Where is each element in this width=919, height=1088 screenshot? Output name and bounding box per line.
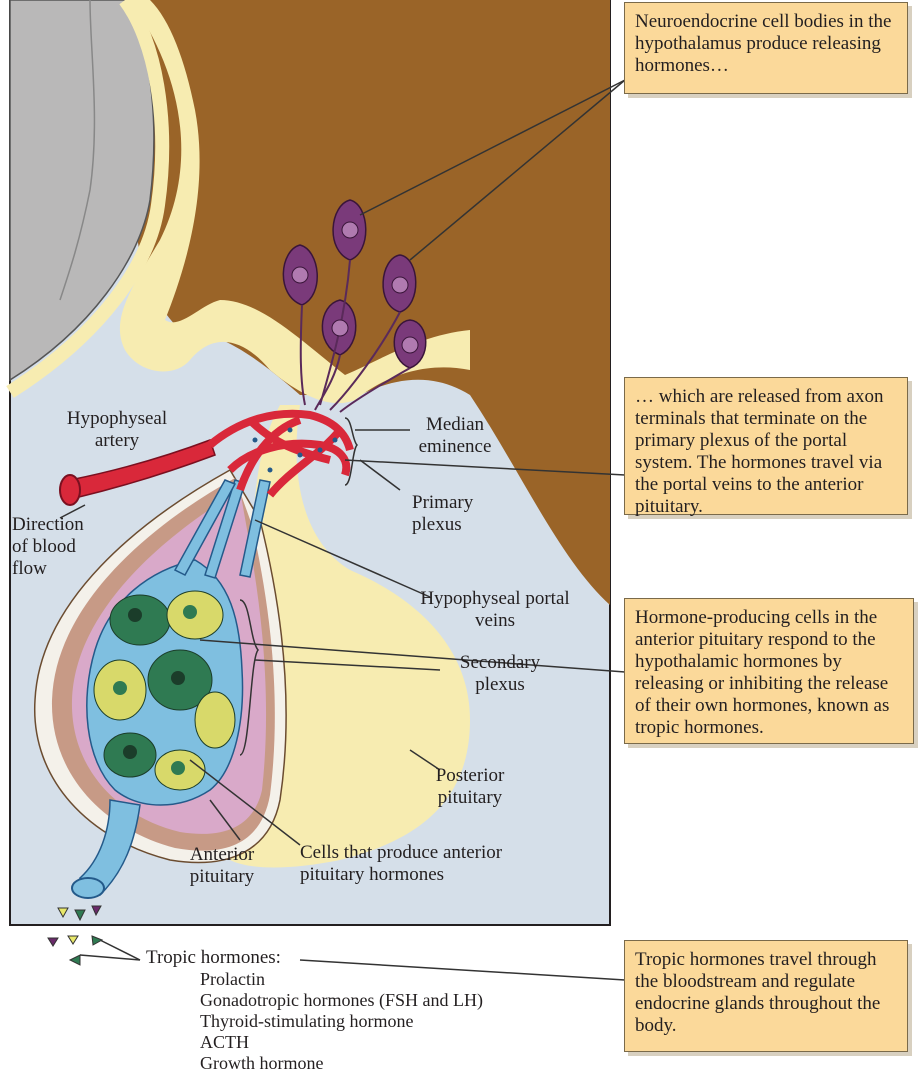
label-cells-that-produce: Cells that produce anterior pituitary ho… [300, 842, 570, 886]
tropic-hormone-item: Gonadotropic hormones (FSH and LH) [200, 990, 483, 1011]
callout-tropic-travel: Tropic hormones travel through the blood… [624, 940, 908, 1052]
artery-opening [60, 475, 80, 505]
label-hypophyseal-artery: Hypophyseal artery [62, 408, 172, 452]
callout-neuroendocrine: Neuroendocrine cell bodies in the hypoth… [624, 2, 908, 94]
label-secondary-plexus: Secondary plexus [440, 652, 560, 696]
callout-axon-terminals: … which are released from axon terminals… [624, 377, 908, 515]
tropic-hormones-list: Prolactin Gonadotropic hormones (FSH and… [200, 969, 483, 1074]
vein-opening [72, 878, 104, 898]
label-hypophyseal-portal-veins: Hypophyseal portal veins [420, 588, 570, 632]
legend-hormone-triangles [48, 936, 102, 965]
tropic-hormone-item: ACTH [200, 1032, 483, 1053]
callout-hormone-producing: Hormone-producing cells in the anterior … [624, 598, 914, 744]
tropic-hormone-item: Growth hormone [200, 1053, 483, 1074]
label-primary-plexus: Primary plexus [412, 492, 502, 536]
tropic-hormones-title: Tropic hormones: [146, 947, 346, 969]
label-anterior-pituitary: Anterior pituitary [172, 844, 272, 888]
tropic-hormone-item: Thyroid-stimulating hormone [200, 1011, 483, 1032]
tropic-hormone-item: Prolactin [200, 969, 483, 990]
label-median-eminence: Median eminence [405, 414, 505, 458]
label-direction-of-blood-flow: Direction of blood flow [12, 514, 84, 580]
label-posterior-pituitary: Posterior pituitary [420, 765, 520, 809]
